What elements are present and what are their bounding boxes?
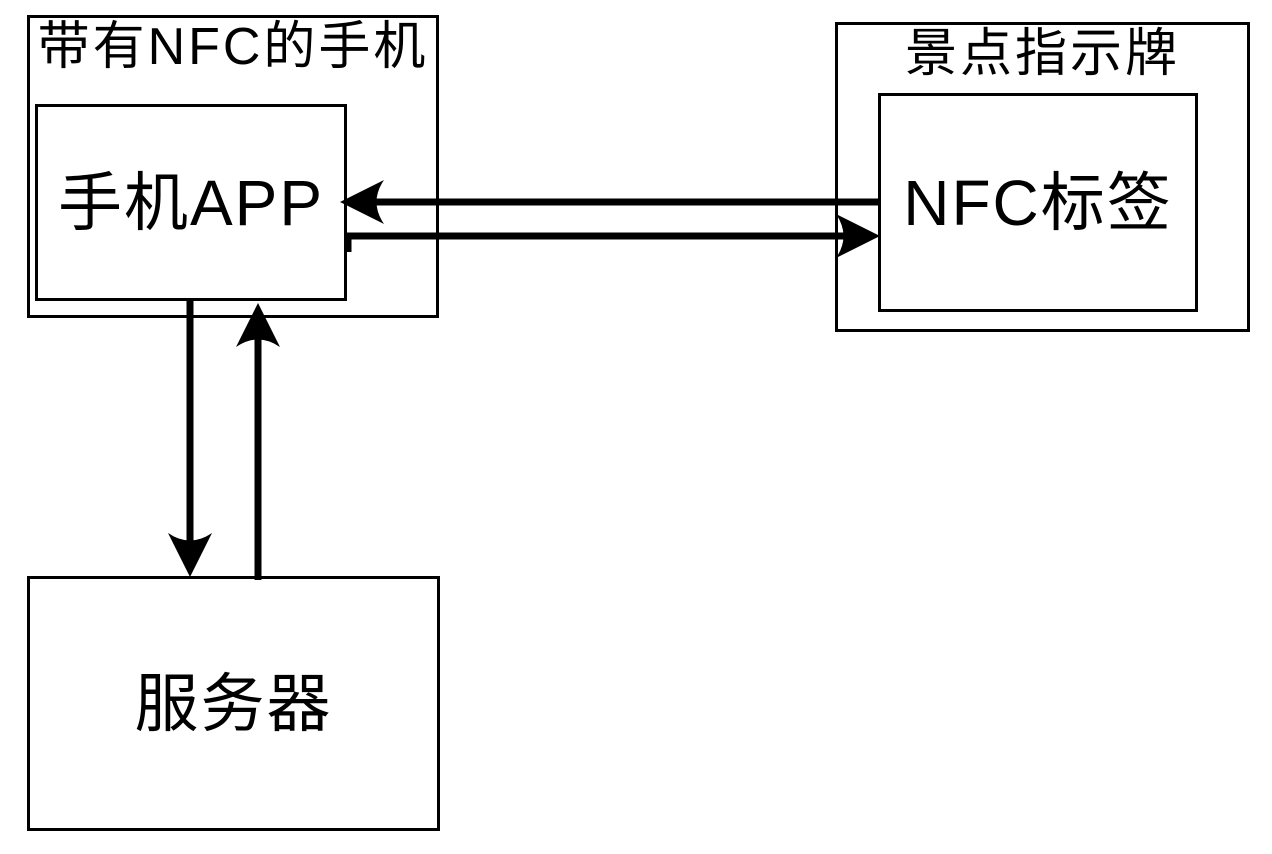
arrow-server-to-phone-app	[236, 303, 280, 580]
phone-group-title: 带有NFC的手机	[37, 18, 429, 76]
server-label: 服务器	[134, 667, 333, 740]
arrow-phone-app-to-server	[168, 300, 212, 577]
nfc-tag-label: NFC标签	[903, 166, 1173, 239]
sign-group-box: 景点指示牌	[835, 22, 1250, 332]
nfc-tag-box: NFC标签	[878, 93, 1198, 312]
phone-group-box: 带有NFC的手机	[27, 15, 439, 318]
server-box: 服务器	[27, 576, 440, 831]
sign-group-title: 景点指示牌	[904, 25, 1180, 83]
phone-app-label: 手机APP	[57, 166, 325, 239]
phone-app-box: 手机APP	[35, 104, 347, 301]
